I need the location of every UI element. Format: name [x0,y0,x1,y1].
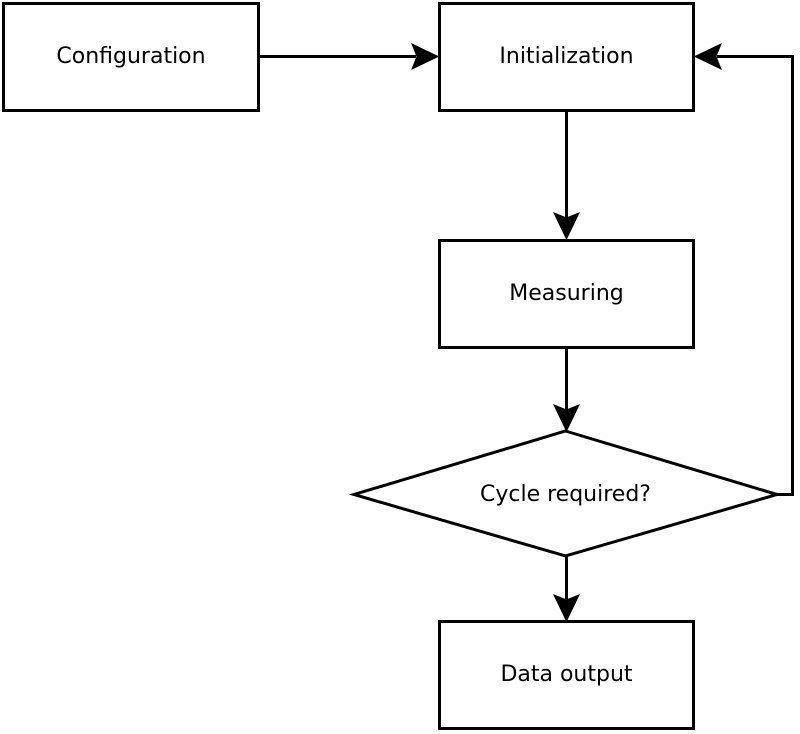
node-dataoutput-shape[interactable] [438,620,695,730]
edge-configuration-initialization [259,42,440,71]
arrowhead-down-icon [552,404,581,433]
node-decision-shape[interactable] [348,429,783,558]
node-measuring-shape[interactable] [438,239,695,349]
arrowhead-down-icon [552,594,581,623]
edge-measuring-decision [552,348,581,433]
edge-line [717,55,794,496]
node-initialization-shape[interactable] [438,2,695,112]
arrowhead-down-icon [552,212,581,241]
arrowhead-right-icon [411,42,440,71]
arrowhead-left-icon [693,42,722,71]
edge-initialization-measuring [552,110,581,241]
edge-decision-dataoutput [552,556,581,623]
node-configuration-shape[interactable] [2,2,260,112]
edge-decision-initialization [693,42,794,496]
